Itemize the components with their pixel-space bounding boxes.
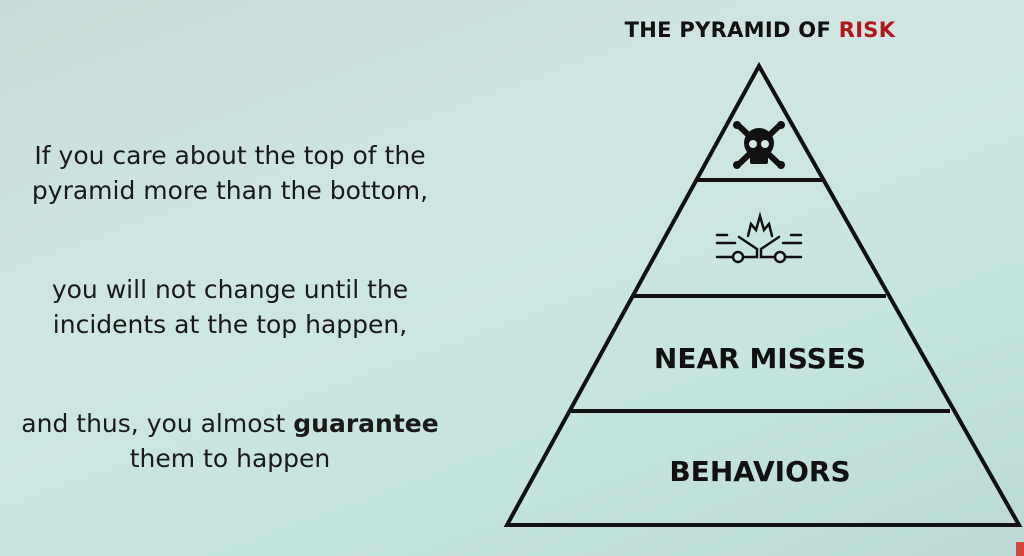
text-line: incidents at the top happen,	[52, 310, 408, 339]
skull-crossbones-icon	[733, 121, 785, 169]
pyramid-title: THE PYRAMID OF RISK	[560, 18, 960, 42]
car-crash-icon	[715, 211, 803, 264]
emphasis-guarantee: guarantee	[293, 409, 439, 438]
paragraph-guarantee: and thus, you almost guarantee them to h…	[0, 406, 460, 476]
pyramid-outline	[503, 61, 1023, 527]
level-near-misses: NEAR MISSES	[654, 342, 866, 375]
text-line: If you care about the top of the	[34, 141, 426, 170]
paragraph-no-change: you will not change until the incidents …	[0, 272, 460, 342]
title-highlight: RISK	[838, 18, 896, 42]
corner-badge	[1016, 542, 1024, 556]
text-fragment: and thus, you almost	[21, 409, 294, 438]
level-behaviors: BEHAVIORS	[669, 455, 850, 488]
title-text: THE PYRAMID OF	[624, 18, 839, 42]
text-line: pyramid more than the bottom,	[31, 176, 429, 205]
text-line: them to happen	[129, 444, 331, 473]
text-line: you will not change until the	[51, 275, 409, 304]
text-line: and thus, you almost guarantee	[0, 406, 460, 441]
paragraph-top-focus: If you care about the top of the pyramid…	[0, 138, 460, 208]
